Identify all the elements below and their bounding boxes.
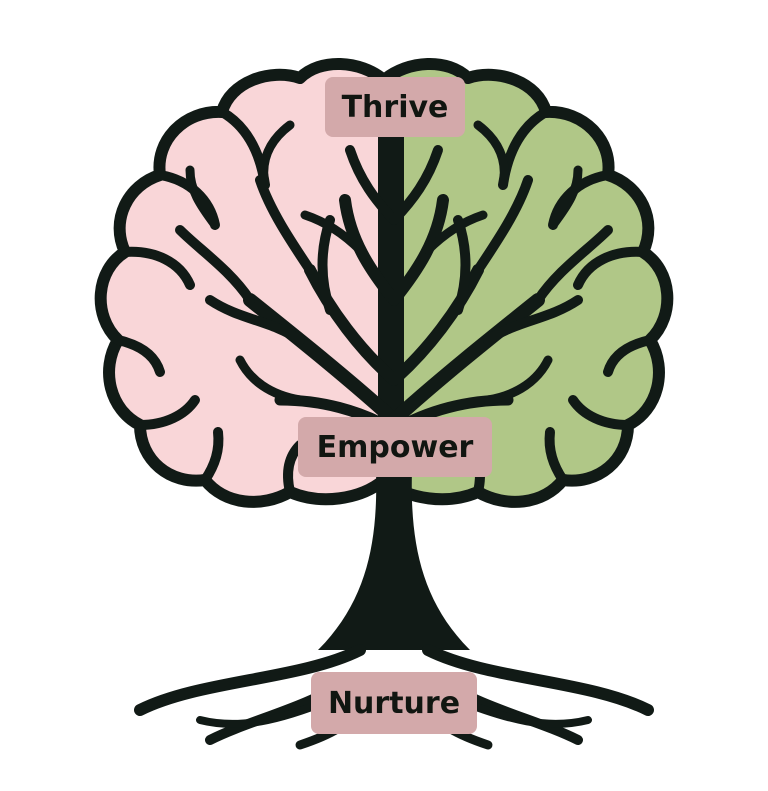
tree-branches — [175, 120, 613, 480]
label-nurture: Nurture — [311, 672, 477, 734]
label-thrive: Thrive — [325, 77, 465, 137]
tree-trunk — [318, 470, 470, 650]
label-empower: Empower — [298, 417, 492, 477]
